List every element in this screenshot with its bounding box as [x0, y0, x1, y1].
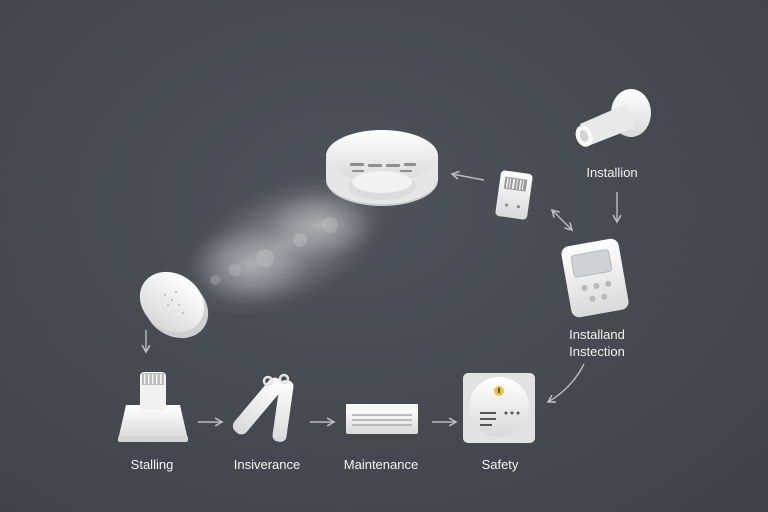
stand-detector-icon — [118, 372, 188, 442]
label-installand-line2: Instection — [569, 344, 625, 359]
arrow-remote-to-detector — [450, 170, 485, 181]
label-stalling: Stalling — [130, 457, 174, 472]
label-installand-line1: Installand — [569, 327, 625, 342]
label-safety: Safety — [481, 457, 519, 472]
arrow-panel-to-safety — [546, 363, 585, 403]
vent-strip-icon — [346, 404, 418, 434]
smoke-detector-icon — [326, 130, 438, 206]
round-sensor-icon — [139, 271, 209, 339]
smoke-cloud-icon — [182, 173, 388, 317]
flow-arrows — [141, 170, 622, 427]
remote-control-icon — [495, 170, 533, 220]
wall-mount-sensor-icon — [575, 89, 651, 147]
label-installation: Installion — [586, 165, 638, 180]
label-installand: Installand Instection — [552, 326, 642, 360]
arrow-remote-panel — [550, 208, 574, 232]
safety-panel-icon — [463, 373, 535, 443]
label-maintenance: Maintenance — [343, 457, 419, 472]
label-insiverance: Insiverance — [233, 457, 301, 472]
control-panel-icon — [561, 238, 629, 318]
battery-tool-icon — [232, 373, 294, 442]
